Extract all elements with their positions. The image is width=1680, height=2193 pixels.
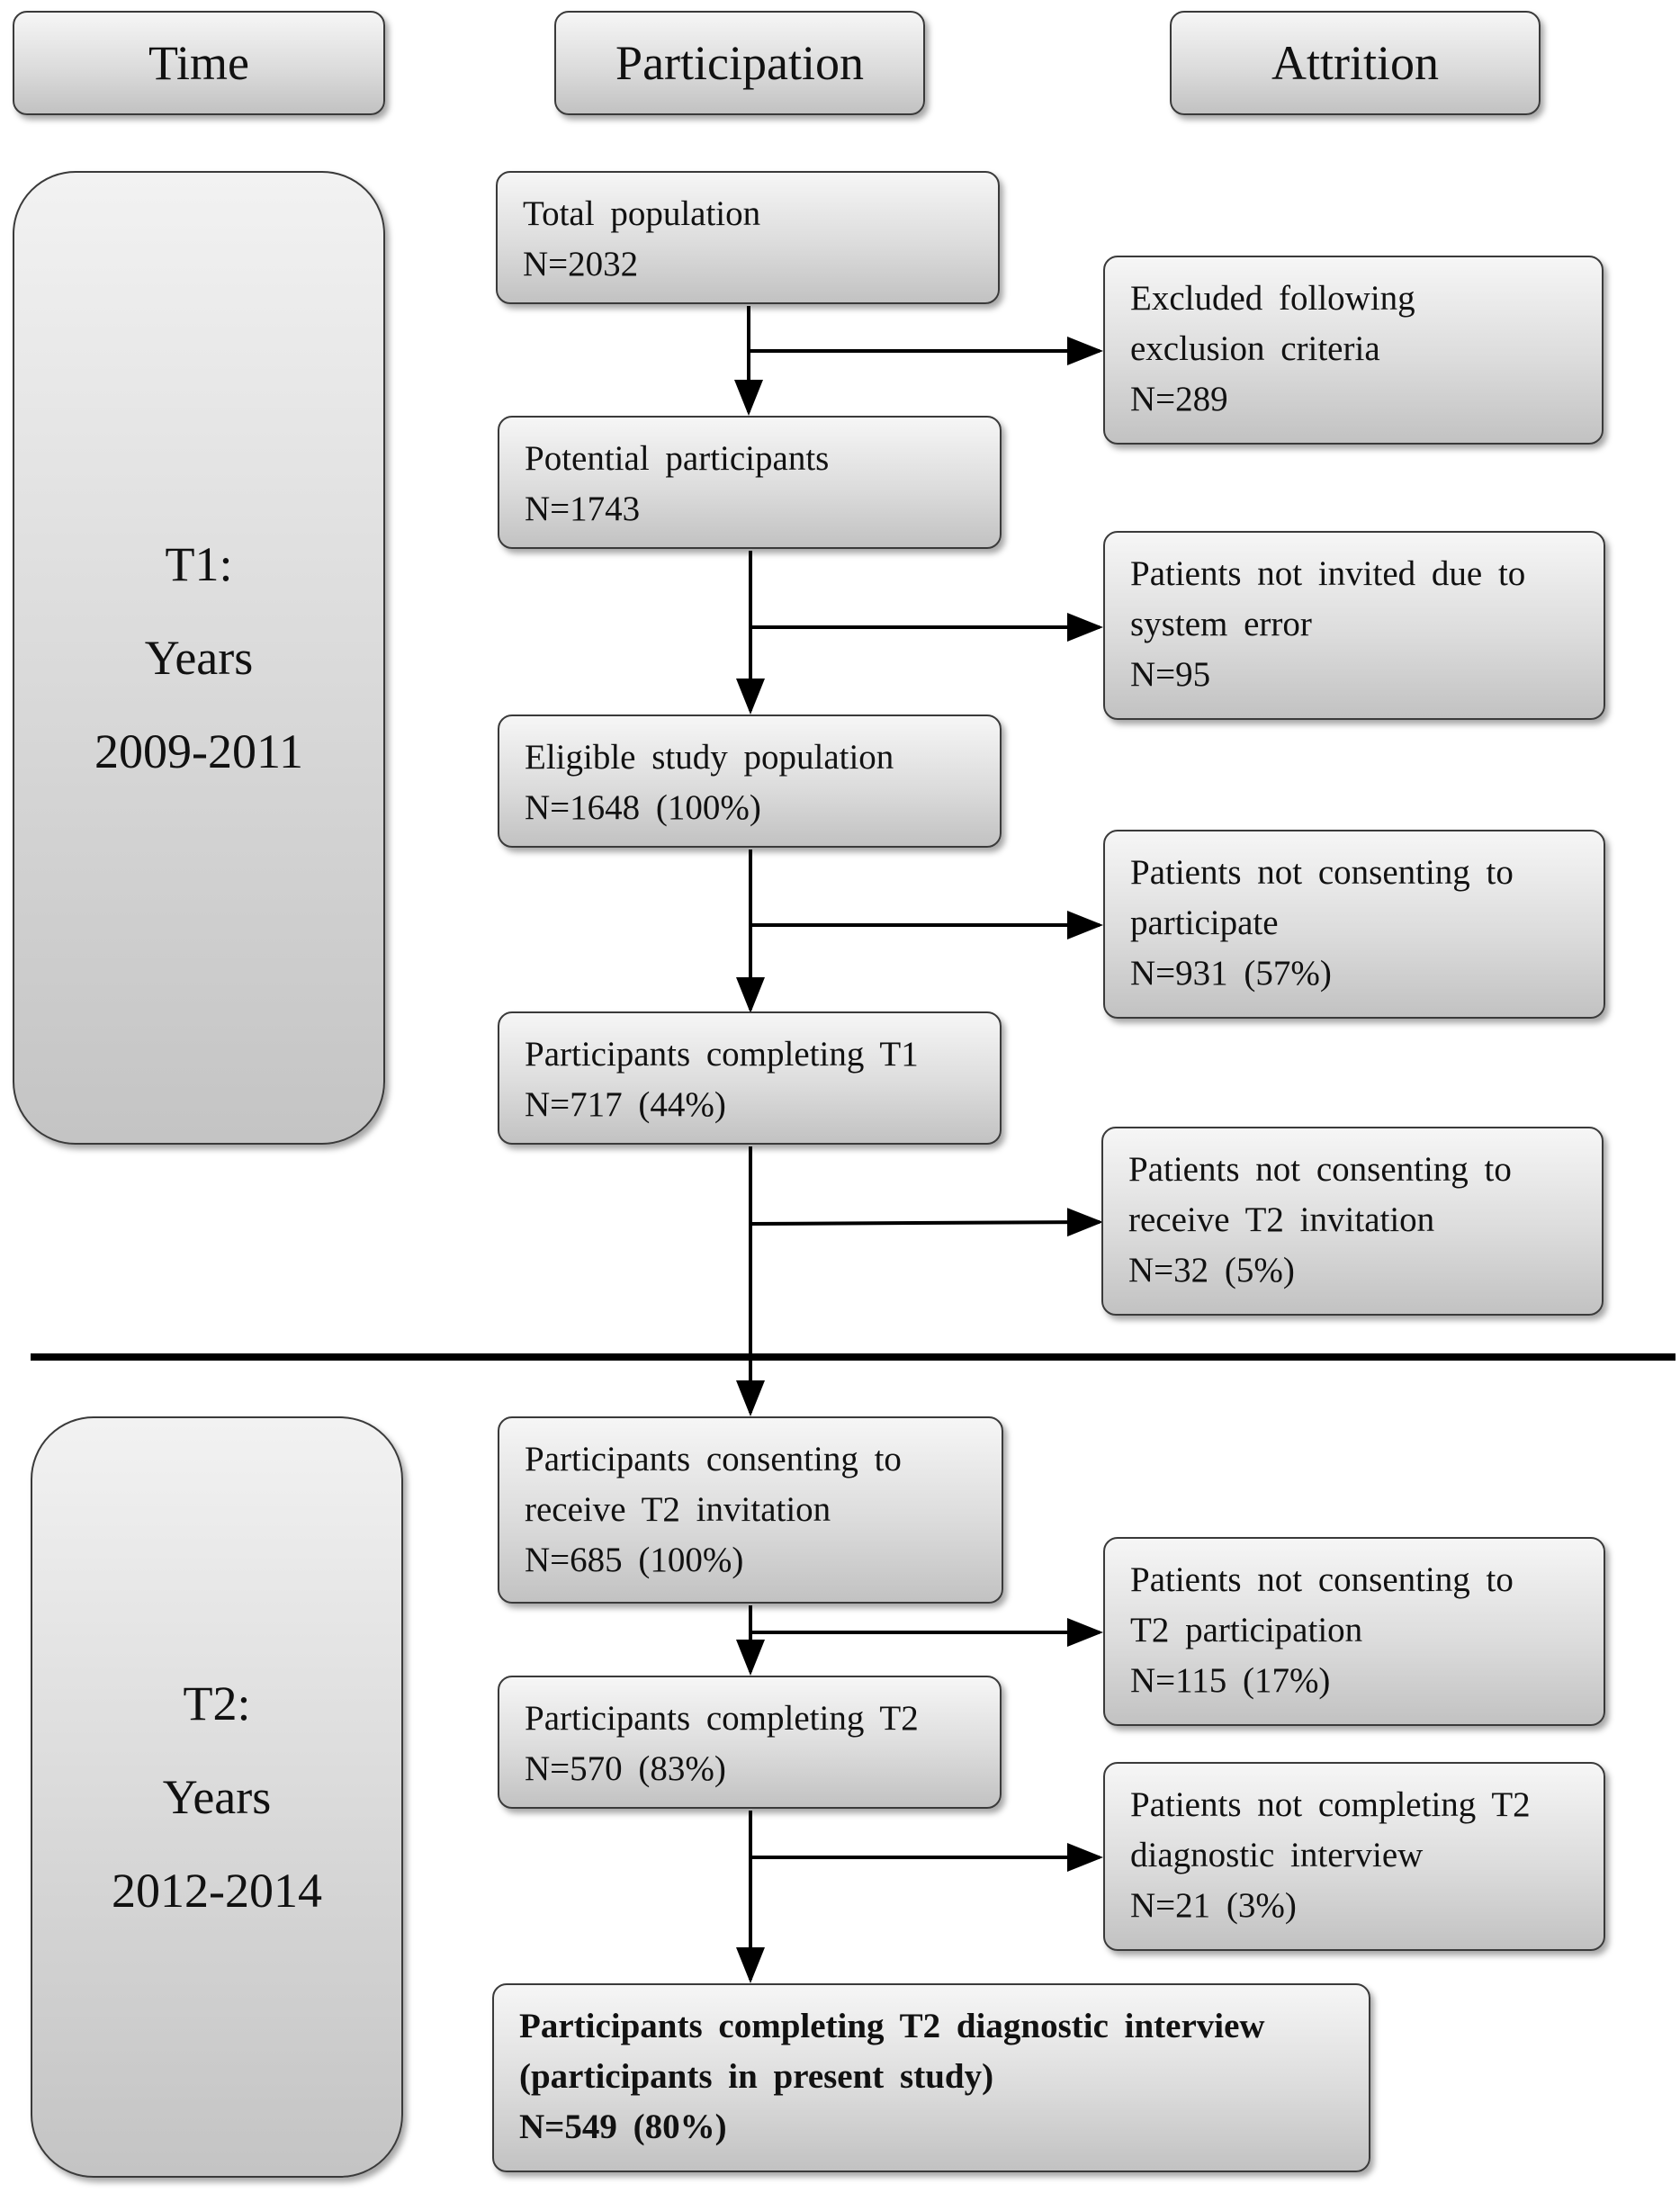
node-consenting-t2-invitation-label2: receive T2 invitation: [525, 1490, 831, 1529]
attrition-not-consenting-t2: Patients not consenting to T2 participat…: [1103, 1537, 1605, 1726]
node-completing-t2: Participants completing T2 N=570 (83%): [498, 1676, 1002, 1809]
attrition-not-completing-interview-label: Patients not completing T2: [1130, 1785, 1531, 1824]
node-completing-t2-interview: Participants completing T2 diagnostic in…: [492, 1983, 1370, 2172]
attrition-not-consenting: Patients not consenting to participate N…: [1103, 830, 1605, 1019]
attrition-not-invited: Patients not invited due to system error…: [1103, 531, 1605, 720]
node-consenting-t2-invitation-label: Participants consenting to: [525, 1440, 902, 1478]
node-completing-t2-interview-count: N=549 (80%): [519, 2108, 727, 2146]
node-completing-t2-interview-label2: (participants in present study): [519, 2057, 994, 2096]
attrition-not-invited-label: Patients not invited due to: [1130, 554, 1526, 593]
node-potential-participants-label: Potential participants: [525, 439, 830, 478]
node-completing-t1: Participants completing T1 N=717 (44%): [498, 1011, 1002, 1145]
attrition-not-invited-label2: system error: [1130, 605, 1312, 643]
attrition-not-completing-interview: Patients not completing T2 diagnostic in…: [1103, 1762, 1605, 1951]
attrition-not-completing-interview-count: N=21 (3%): [1130, 1886, 1297, 1925]
attrition-not-completing-interview-label2: diagnostic interview: [1130, 1836, 1424, 1874]
node-completing-t1-label: Participants completing T1: [525, 1035, 919, 1074]
period-t2-range: 2012-2014: [112, 1864, 322, 1918]
attrition-excluded: Excluded following exclusion criteria N=…: [1103, 256, 1604, 445]
attrition-not-consenting-count: N=931 (57%): [1130, 954, 1332, 993]
node-completing-t2-label: Participants completing T2: [525, 1699, 919, 1738]
node-potential-participants-count: N=1743: [525, 490, 641, 528]
node-completing-t2-interview-label: Participants completing T2 diagnostic in…: [519, 2007, 1265, 2045]
attrition-not-consenting-t2-invitation-count: N=32 (5%): [1128, 1251, 1295, 1290]
node-total-population: Total population N=2032: [496, 171, 1000, 304]
attrition-not-consenting-t2-label2: T2 participation: [1130, 1611, 1363, 1649]
attrition-excluded-label2: exclusion criteria: [1130, 329, 1380, 368]
period-t2-panel: T2: Years 2012-2014: [31, 1416, 403, 2178]
node-eligible-population-label: Eligible study population: [525, 738, 894, 777]
period-t2-sub: Years: [162, 1770, 272, 1824]
attrition-not-consenting-t2-count: N=115 (17%): [1130, 1661, 1331, 1700]
node-eligible-population-count: N=1648 (100%): [525, 788, 761, 827]
node-completing-t2-count: N=570 (83%): [525, 1749, 726, 1788]
attrition-not-consenting-t2-label: Patients not consenting to: [1130, 1560, 1514, 1599]
attrition-not-consenting-t2-invitation: Patients not consenting to receive T2 in…: [1101, 1127, 1604, 1316]
node-total-population-label: Total population: [523, 194, 761, 233]
attrition-not-consenting-label: Patients not consenting to: [1130, 853, 1514, 892]
node-consenting-t2-invitation-count: N=685 (100%): [525, 1541, 744, 1579]
period-t2-label: T2:: [183, 1676, 251, 1730]
period-t1-label: T1:: [165, 537, 233, 591]
node-eligible-population: Eligible study population N=1648 (100%): [498, 715, 1002, 848]
attrition-excluded-count: N=289: [1130, 380, 1228, 418]
header-attrition: Attrition: [1170, 11, 1541, 115]
period-t1-panel: T1: Years 2009-2011: [13, 171, 385, 1145]
node-total-population-count: N=2032: [523, 245, 639, 283]
node-potential-participants: Potential participants N=1743: [498, 416, 1002, 549]
header-participation: Participation: [554, 11, 925, 115]
arrow-to-not-consenting-t2-invitation: [750, 1208, 1103, 1237]
attrition-not-consenting-t2-invitation-label2: receive T2 invitation: [1128, 1200, 1435, 1239]
node-completing-t1-count: N=717 (44%): [525, 1085, 726, 1124]
header-time: Time: [13, 11, 385, 115]
attrition-excluded-label: Excluded following: [1130, 279, 1415, 318]
period-t1-range: 2009-2011: [94, 724, 303, 778]
attrition-not-consenting-label2: participate: [1130, 903, 1279, 942]
attrition-not-consenting-t2-invitation-label: Patients not consenting to: [1128, 1150, 1512, 1189]
node-consenting-t2-invitation: Participants consenting to receive T2 in…: [498, 1416, 1003, 1604]
attrition-not-invited-count: N=95: [1130, 655, 1211, 694]
period-t1-sub: Years: [144, 631, 254, 685]
